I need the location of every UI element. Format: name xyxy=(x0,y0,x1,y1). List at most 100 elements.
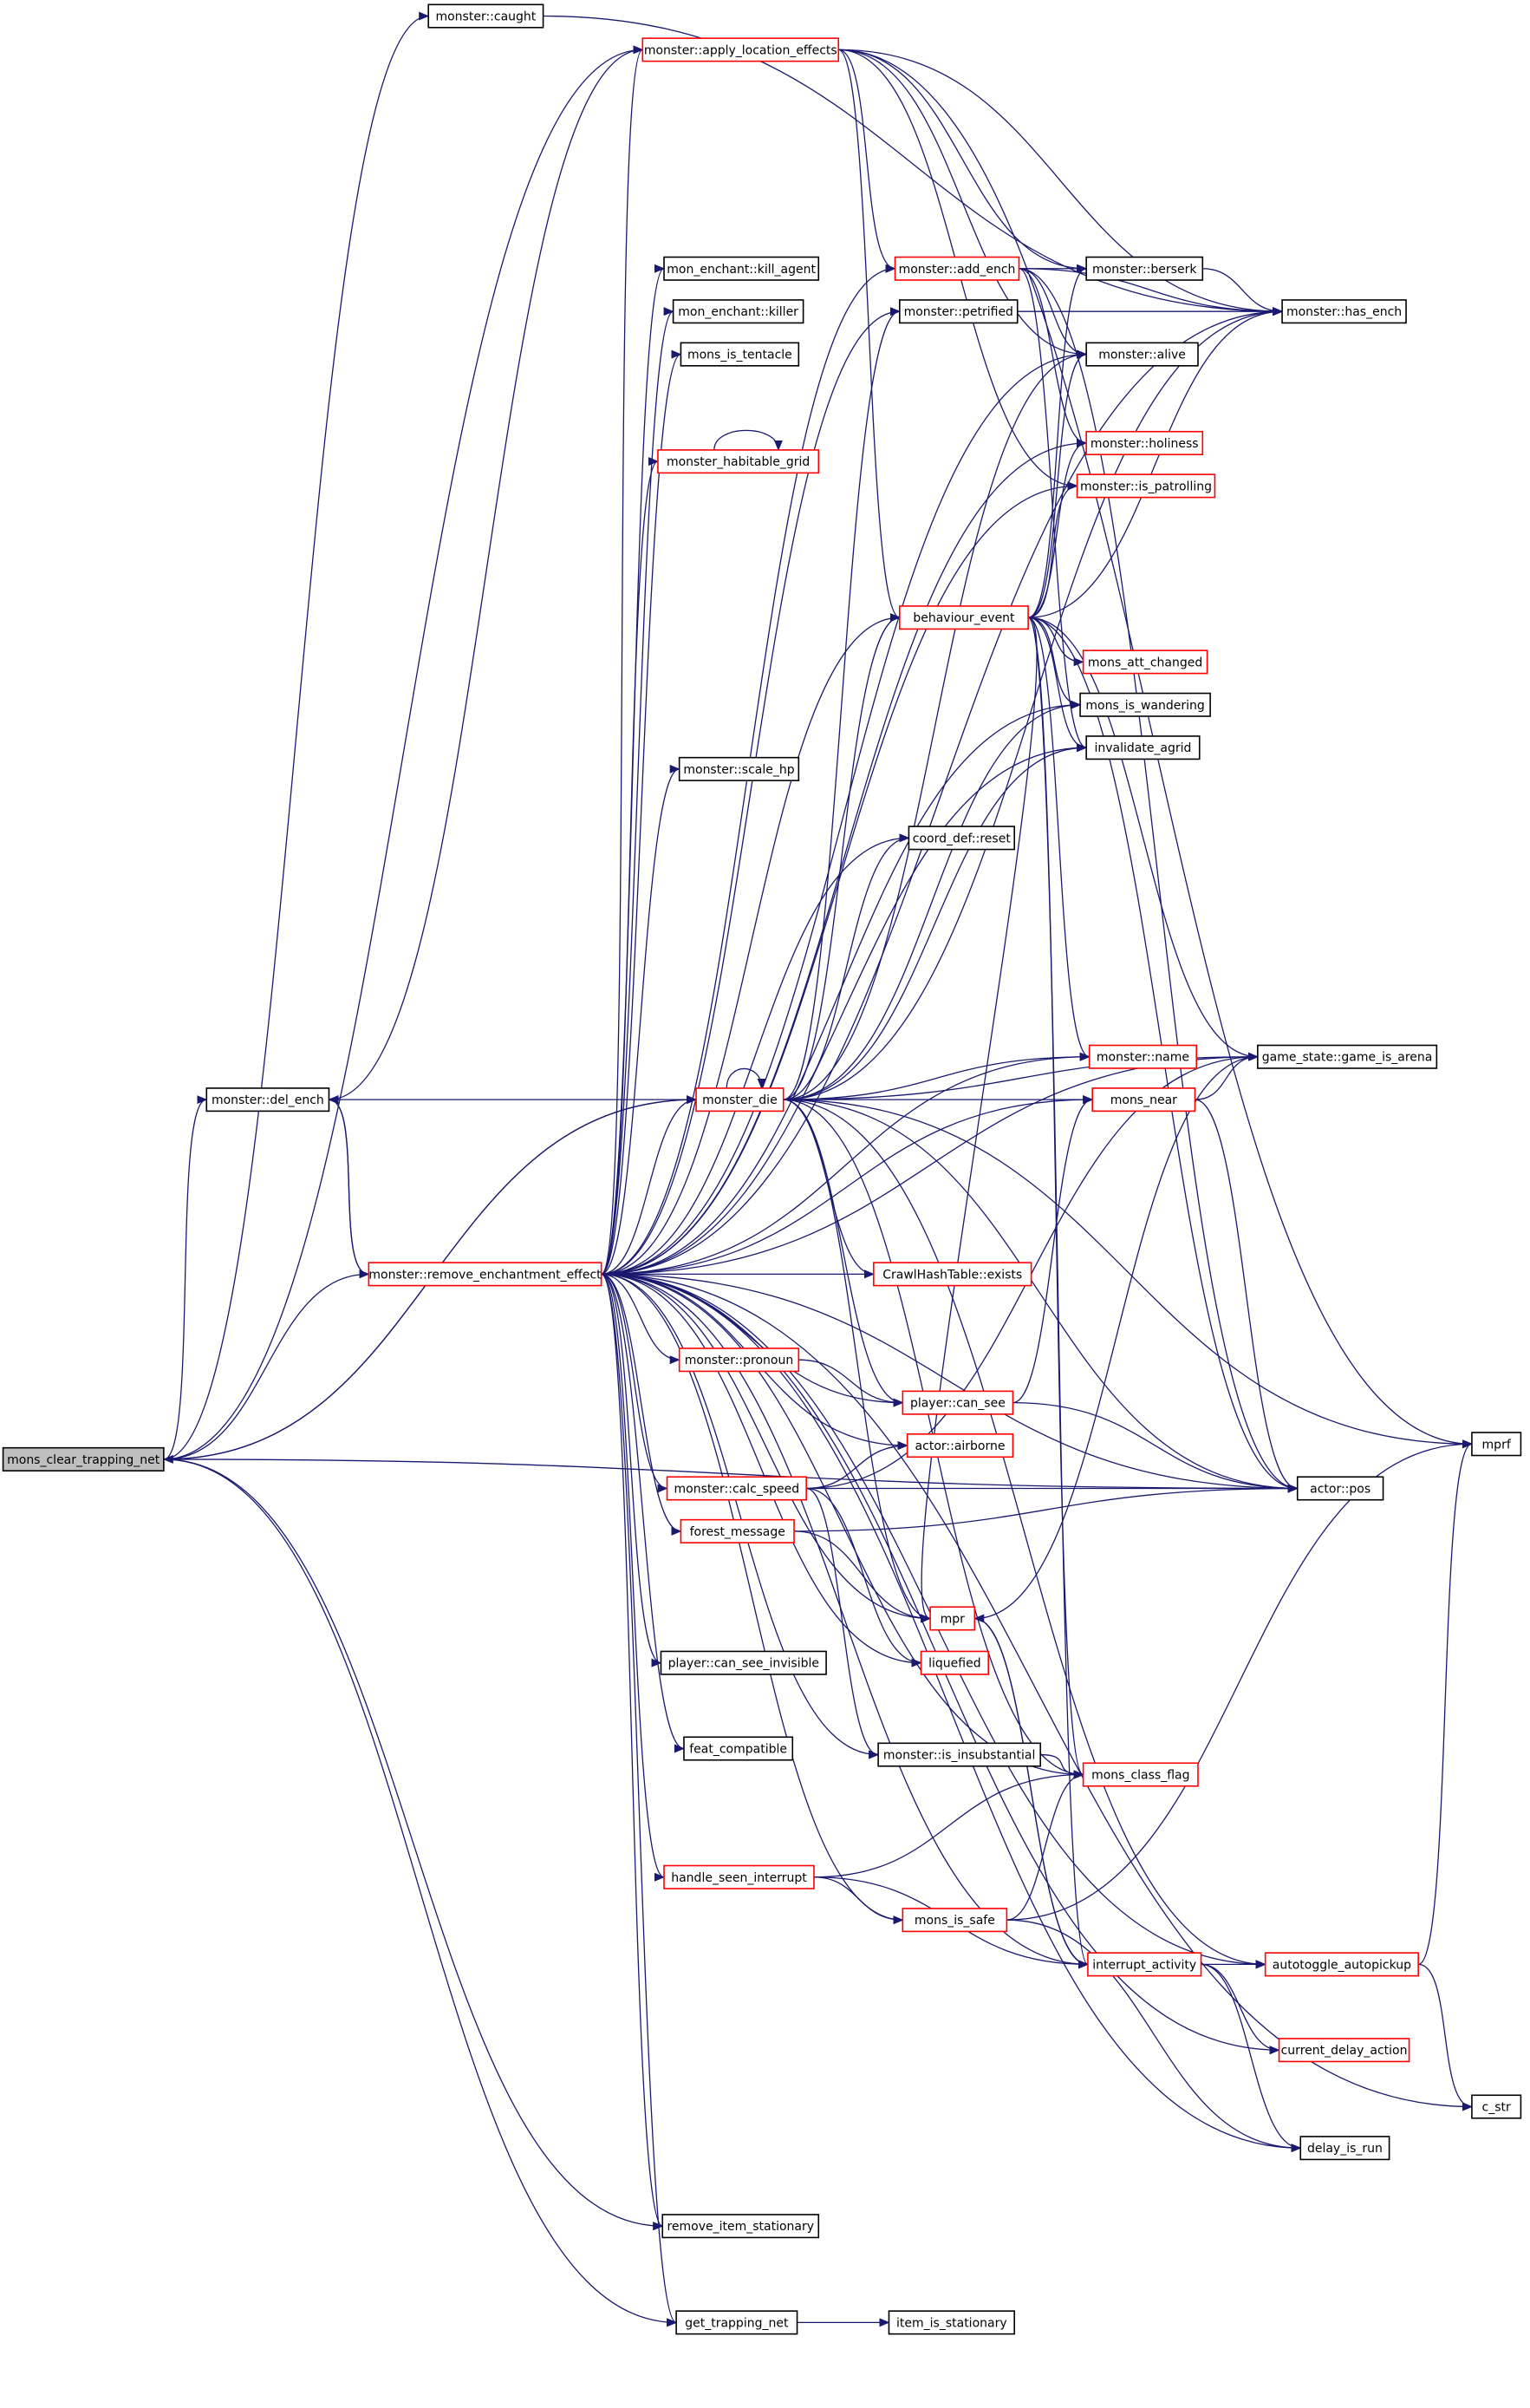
edge-root-to-remove_eff xyxy=(163,1269,370,1460)
node-mons-att-changed[interactable]: mons_att_changed xyxy=(1082,649,1208,675)
node-label: interrupt_activity xyxy=(1092,1958,1196,1972)
node-mons-is-safe[interactable]: mons_is_safe xyxy=(902,1908,1008,1933)
node-box xyxy=(660,1650,827,1675)
node-box xyxy=(680,1518,795,1543)
node-actor-airborne[interactable]: actor::airborne xyxy=(906,1433,1014,1459)
node-forest-message[interactable]: forest_message xyxy=(680,1518,795,1543)
edge-mpr-to-arena xyxy=(974,1052,1259,1620)
node-feat-compatible[interactable]: feat_compatible xyxy=(683,1736,794,1761)
node-label: monster::is_patrolling xyxy=(1080,480,1212,493)
node-monster-add-ench[interactable]: monster::add_ench xyxy=(894,256,1020,281)
node-remove-item-stationary[interactable]: remove_item_stationary xyxy=(661,2214,820,2239)
node-monster-pronoun[interactable]: monster::pronoun xyxy=(678,1348,800,1373)
node-monster-die[interactable]: monster_die xyxy=(695,1087,785,1113)
node-mons-is-wandering[interactable]: mons_is_wandering xyxy=(1079,692,1211,717)
node-handle-seen-interrupt[interactable]: handle_seen_interrupt xyxy=(663,1864,815,1889)
edge-interrupt-to-delay_action xyxy=(1201,1963,1280,2055)
node-mons-near[interactable]: mons_near xyxy=(1091,1087,1196,1113)
node-label: monster::berserk xyxy=(1092,263,1197,277)
edge-remove_eff-to-delay_run xyxy=(601,1273,1302,2153)
node-box xyxy=(899,299,1019,324)
node-item-is-stationary[interactable]: item_is_stationary xyxy=(888,2310,1015,2335)
edge-forest-to-mpr xyxy=(794,1530,932,1623)
node-label: mon_enchant::killer xyxy=(678,305,798,319)
node-box xyxy=(657,449,820,474)
node-monster-apply-location-effects[interactable]: monster::apply_location_effects xyxy=(641,37,840,62)
edge-die-to-mname xyxy=(783,1052,1091,1100)
edge-remove_eff-to-rm_stationary xyxy=(601,1273,664,2230)
edge-calc_speed-to-arena xyxy=(806,1052,1259,1490)
node-label: mons_clear_trapping_net xyxy=(7,1453,160,1467)
node-label: autotoggle_autopickup xyxy=(1273,1958,1411,1972)
node-mprf[interactable]: mprf xyxy=(1471,1432,1522,1457)
edge-can_see-to-pos xyxy=(1012,1401,1299,1493)
node-delay-is-run[interactable]: delay_is_run xyxy=(1299,2136,1390,2161)
node-player-can-see-invisible[interactable]: player::can_see_invisible xyxy=(660,1650,827,1675)
edge-autopickup-to-mprf xyxy=(1417,1439,1473,1966)
edge-die-to-die xyxy=(726,1067,766,1089)
node-get-trapping-net[interactable]: get_trapping_net xyxy=(675,2310,798,2335)
node-game-state-game-is-arena[interactable]: game_state::game_is_arena xyxy=(1257,1044,1438,1069)
node-box xyxy=(877,1742,1041,1767)
node-monster-caught[interactable]: monster::caught xyxy=(427,3,544,29)
node-monster-alive[interactable]: monster::alive xyxy=(1085,342,1199,367)
edge-behaviour-to-wandering xyxy=(1028,617,1082,709)
edge-apply-to-add_ench xyxy=(838,49,896,273)
node-mons-clear-trapping-net[interactable]: mons_clear_trapping_net xyxy=(2,1446,165,1472)
node-box xyxy=(902,1908,1008,1933)
node-label: monster::add_ench xyxy=(899,263,1016,277)
node-box xyxy=(1281,299,1407,324)
node-monster-has-ench[interactable]: monster::has_ench xyxy=(1281,299,1407,324)
node-actor-pos[interactable]: actor::pos xyxy=(1296,1476,1384,1501)
node-monster-name[interactable]: monster::name xyxy=(1088,1044,1198,1069)
node-mpr[interactable]: mpr xyxy=(929,1606,976,1631)
node-mons-class-flag[interactable]: mons_class_flag xyxy=(1082,1762,1199,1787)
node-monster-calc-speed[interactable]: monster::calc_speed xyxy=(666,1476,807,1501)
node-interrupt-activity[interactable]: interrupt_activity xyxy=(1087,1952,1202,1977)
edge-behaviour-to-alive xyxy=(1027,349,1088,618)
edge-die-to-mprf xyxy=(783,1099,1473,1449)
node-monster-holiness[interactable]: monster::holiness xyxy=(1085,430,1204,456)
edge-remove_eff-to-arena xyxy=(601,1052,1259,1276)
node-box xyxy=(1091,1087,1196,1113)
edge-die-to-pos xyxy=(783,1099,1299,1493)
node-box xyxy=(661,2214,820,2239)
node-player-can-see[interactable]: player::can_see xyxy=(902,1390,1014,1415)
node-monster-is-insubstantial[interactable]: monster::is_insubstantial xyxy=(877,1742,1041,1767)
node-monster-petrified[interactable]: monster::petrified xyxy=(899,299,1019,324)
node-mon-enchant-killer[interactable]: mon_enchant::killer xyxy=(672,299,804,324)
edge-root-to-apply xyxy=(163,45,644,1460)
node-monster-scale-hp[interactable]: monster::scale_hp xyxy=(678,756,800,781)
node-behaviour-event[interactable]: behaviour_event xyxy=(899,605,1029,630)
node-c-str[interactable]: c_str xyxy=(1471,2094,1522,2119)
node-monster-del-ench[interactable]: monster::del_ench xyxy=(205,1087,330,1113)
node-box xyxy=(678,756,800,781)
edge-pronoun-to-can_see xyxy=(798,1359,904,1407)
node-monster-remove-enchantment-effect[interactable]: monster::remove_enchantment_effect xyxy=(368,1262,602,1287)
node-autotoggle-autopickup[interactable]: autotoggle_autopickup xyxy=(1264,1952,1419,1977)
node-box xyxy=(1471,1432,1522,1457)
node-liquefied[interactable]: liquefied xyxy=(920,1650,989,1675)
edge-remove_eff-to-habitable xyxy=(601,457,659,1276)
edge-add_ench-to-pos xyxy=(1019,268,1299,1493)
node-monster-habitable-grid[interactable]: monster_habitable_grid xyxy=(657,449,820,474)
edge-root-to-caught xyxy=(163,11,430,1460)
node-box xyxy=(1471,2094,1522,2119)
edge-root-to-pos xyxy=(163,1459,1299,1493)
edge-root-to-del_ench xyxy=(163,1095,208,1460)
function-nodes: mons_clear_trapping_net monster::caughtmo… xyxy=(2,3,1522,2335)
node-monster-berserk[interactable]: monster::berserk xyxy=(1085,256,1204,281)
node-monster-is-patrolling[interactable]: monster::is_patrolling xyxy=(1076,473,1216,499)
node-label: monster::pronoun xyxy=(685,1354,794,1367)
node-mons-is-tentacle[interactable]: mons_is_tentacle xyxy=(680,342,800,367)
edge-remove_eff-to-trap_net xyxy=(601,1273,678,2327)
node-invalidate-agrid[interactable]: invalidate_agrid xyxy=(1085,735,1201,760)
node-box xyxy=(1076,473,1216,499)
node-current-delay-action[interactable]: current_delay_action xyxy=(1278,2038,1410,2063)
edge-near-to-arena xyxy=(1195,1052,1259,1100)
node-mon-enchant-kill-agent[interactable]: mon_enchant::kill_agent xyxy=(663,256,820,281)
node-box xyxy=(368,1262,602,1287)
node-label: monster::petrified xyxy=(904,305,1013,319)
node-crawlhashtable-exists[interactable]: CrawlHashTable::exists xyxy=(873,1262,1032,1287)
node-coord-def-reset[interactable]: coord_def::reset xyxy=(908,826,1015,851)
